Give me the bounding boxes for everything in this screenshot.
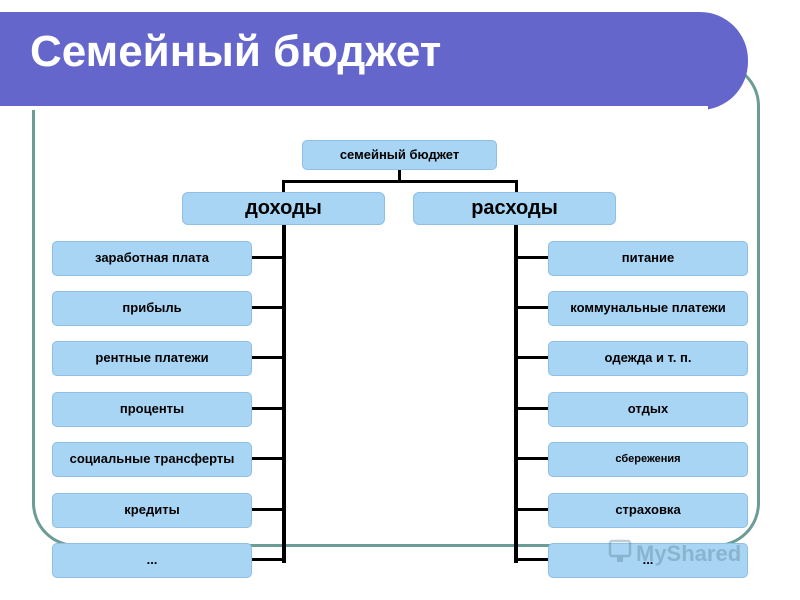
expenses-spine <box>514 224 518 563</box>
expenses-item: коммунальные платежи <box>548 291 748 326</box>
income-item: социальные трансферты <box>52 442 252 477</box>
expenses-branch <box>515 256 549 259</box>
title-band <box>0 12 748 110</box>
expenses-item: страховка <box>548 493 748 528</box>
expenses-branch <box>515 508 549 511</box>
income-spine <box>282 224 286 563</box>
expenses-branch <box>515 356 549 359</box>
expenses-stem <box>515 180 518 192</box>
expenses-item: ... <box>548 543 748 578</box>
income-stem <box>282 180 285 192</box>
slide-title: Семейный бюджет <box>30 27 442 76</box>
income-branch <box>251 306 285 309</box>
watermark-text: MyShared <box>636 541 741 566</box>
branch-bar <box>282 180 518 183</box>
expenses-branch <box>515 558 549 561</box>
watermark-logo: MyShared <box>608 539 741 566</box>
expenses-branch <box>515 407 549 410</box>
income-branch <box>251 356 285 359</box>
expenses-item: одежда и т. п. <box>548 341 748 376</box>
expenses-item: сбережения <box>548 442 748 477</box>
root-connector <box>398 170 401 182</box>
income-item: прибыль <box>52 291 252 326</box>
income-item: заработная плата <box>52 241 252 276</box>
income-branch <box>251 457 285 460</box>
income-item: рентные платежи <box>52 341 252 376</box>
root-node: семейный бюджет <box>302 140 497 170</box>
expenses-item: отдых <box>548 392 748 427</box>
expenses-branch <box>515 306 549 309</box>
income-branch <box>251 256 285 259</box>
income-item: проценты <box>52 392 252 427</box>
income-branch <box>251 558 285 561</box>
monitor-icon <box>608 539 632 558</box>
income-node: доходы <box>182 192 385 225</box>
expenses-branch <box>515 457 549 460</box>
title-underline <box>0 106 708 110</box>
income-item: кредиты <box>52 493 252 528</box>
expenses-item: питание <box>548 241 748 276</box>
income-branch <box>251 407 285 410</box>
income-item: ... <box>52 543 252 578</box>
income-branch <box>251 508 285 511</box>
expenses-node: расходы <box>413 192 616 225</box>
